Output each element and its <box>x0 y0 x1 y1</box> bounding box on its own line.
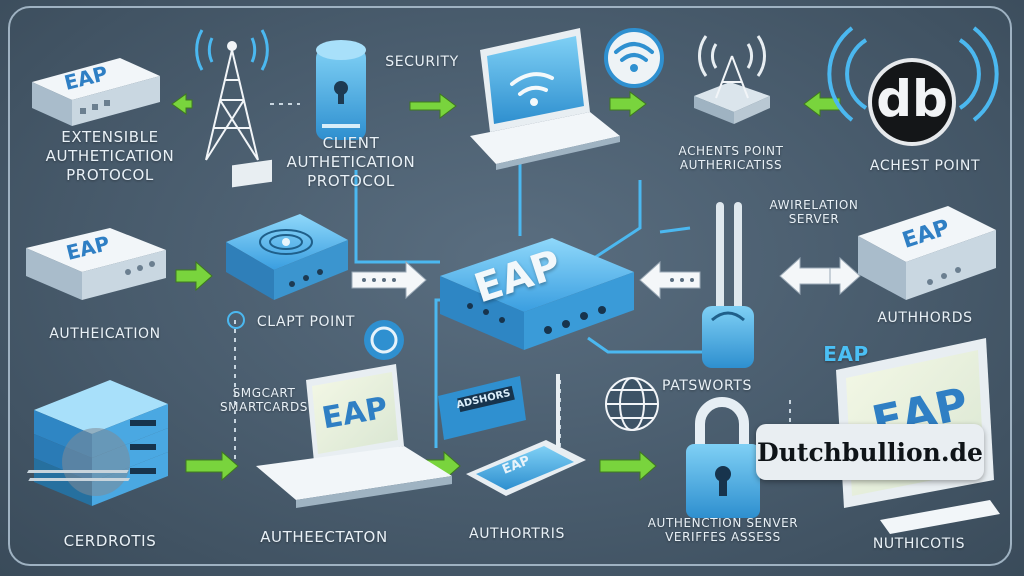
eap-hub-icon <box>440 238 634 350</box>
label-authentication-bottom: AUTHEECTATON <box>260 528 388 546</box>
label-access-point-auth: ACHENTS POINT AUTHERICATISS <box>678 144 784 172</box>
diagram-frame <box>8 6 1012 566</box>
laptop-wifi-icon <box>470 28 620 170</box>
wifi-icon <box>604 28 664 88</box>
label-authentication-left: AUTHEICATION <box>49 326 161 342</box>
laptop-icon <box>26 364 452 508</box>
antenna-rod <box>556 374 560 464</box>
eap-box-mid-left <box>26 228 166 300</box>
label-security: SECURITY <box>385 54 459 70</box>
label-passwords: PATSWORTS <box>662 378 752 394</box>
smartphone-icon <box>466 440 586 496</box>
db-logo <box>868 58 956 146</box>
label-access-point-right: ACHEST POINT <box>869 158 981 174</box>
antenna-tower-icon <box>195 29 269 161</box>
label-eap-protocol: EXTENSIBLE AUTHETICATION PROTOCOL <box>45 128 175 184</box>
label-client-auth-protocol: CLIENT AUTHETICATION PROTOCOL <box>286 134 416 190</box>
label-client-point: CLAPT POINT <box>256 314 356 330</box>
eap-box-right <box>858 206 996 300</box>
label-eap-side: EAP <box>823 342 869 366</box>
label-wireless-server: AWIRELATION SERVER <box>769 198 859 226</box>
antenna-pair-icon <box>702 202 754 368</box>
eap-box-top-left <box>32 58 160 126</box>
padlock-icon <box>686 397 760 518</box>
signal-arcs-icon <box>827 26 999 122</box>
arrow-dots <box>362 278 694 282</box>
label-certificates: CERDROTIS <box>63 532 157 550</box>
label-authhords: AUTHHORDS <box>877 310 973 326</box>
access-point-icon <box>694 35 770 124</box>
label-smartcards: SMGCART SMARTCARDS <box>219 386 309 414</box>
server-lock-icon <box>316 40 366 140</box>
label-authorities: AUTHORTRIS <box>469 526 565 542</box>
logo-text: db <box>876 70 948 128</box>
label-server-verifies: AUTHENCTION SENVER VERIFFES ASSESS <box>647 516 799 544</box>
watermark-badge: Dutchbullion.de <box>756 424 984 480</box>
router-icon <box>226 159 348 300</box>
globe-icon <box>605 377 659 431</box>
label-notifications: NUTHICOTIS <box>872 536 966 552</box>
credit-card-icon <box>438 376 526 440</box>
server-stack-icon <box>34 380 168 506</box>
fingerprint-icon <box>227 311 404 360</box>
green-arrows <box>171 91 841 482</box>
